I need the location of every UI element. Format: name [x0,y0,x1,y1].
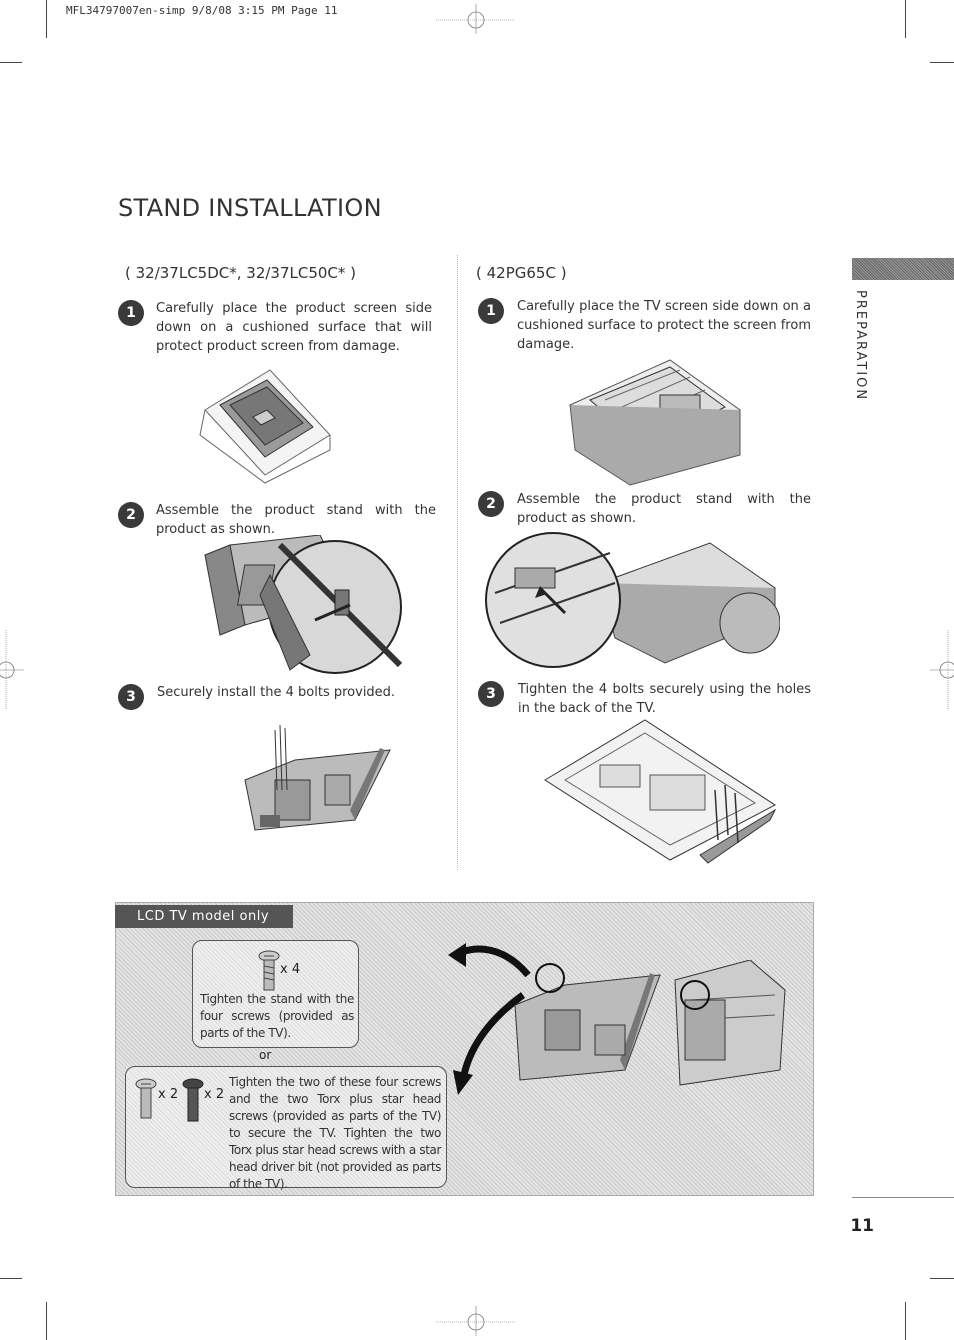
step-number: 3 [478,681,504,707]
crop-mark [930,1278,954,1279]
screw-panel-text: Tighten the stand with the four screws (… [200,992,354,1040]
lcd-note-label: LCD TV model only [115,905,293,928]
crop-mark [905,1302,906,1340]
crop-mark [0,62,22,63]
section-tab [852,258,954,280]
footer-rule [852,1197,954,1198]
print-info: MFL34797007en-simp 9/8/08 3:15 PM Page 1… [66,4,338,17]
step-number: 1 [478,298,504,324]
step-text: Carefully place the product screen side … [156,301,432,354]
bolt-install-illustration [244,724,391,831]
step-text: Carefully place the TV screen side down … [517,299,811,352]
page-number: 11 [850,1216,874,1236]
step-number: 2 [118,502,144,528]
screw-panel-text: Tighten the two of these four screws and… [229,1075,441,1191]
stand-assembly-illustration [485,532,780,668]
step-text: Tighten the 4 bolts securely using the h… [518,682,811,716]
section-label: PREPARATION [853,290,868,402]
step-number: 2 [478,491,504,517]
left-model-heading: ( 32/37LC5DC*, 32/37LC50C* ) [125,264,357,282]
crop-mark [0,1278,22,1279]
crop-mark [930,62,954,63]
page-title: STAND INSTALLATION [118,194,382,222]
step-number: 3 [118,684,144,710]
step-text: Assemble the product stand with the prod… [517,492,811,526]
step-number: 1 [118,300,144,326]
torx-screw-icon [182,1078,204,1122]
screw-icon [258,950,280,991]
column-divider [457,255,458,870]
screw-icon [135,1078,157,1119]
registration-mark-icon [436,4,516,34]
screw-quantity: x 2 [158,1087,179,1102]
step-text: Assemble the product stand with the prod… [156,503,436,537]
rotate-arrow-icon [448,943,531,1095]
crop-mark [905,0,906,38]
crop-mark [46,0,47,38]
lcd-tv-side-illustration [674,960,786,1086]
tv-on-cushion-illustration [199,369,331,484]
screw-quantity: x 4 [280,962,301,977]
step-text: Securely install the 4 bolts provided. [157,685,396,700]
lcd-tv-stand-illustration [514,963,661,1081]
or-label: or [259,1048,272,1062]
registration-mark-icon [930,630,954,710]
stand-assembly-illustration [204,535,403,674]
registration-mark-icon [0,630,24,710]
registration-mark-icon [436,1306,516,1336]
tv-on-cushion-illustration [569,359,741,486]
screw-quantity: x 2 [204,1087,225,1102]
right-model-heading: ( 42PG65C ) [476,264,567,282]
crop-mark [46,1302,47,1340]
bolt-install-illustration [544,719,777,864]
screw-panel-mixed [125,1066,447,1188]
